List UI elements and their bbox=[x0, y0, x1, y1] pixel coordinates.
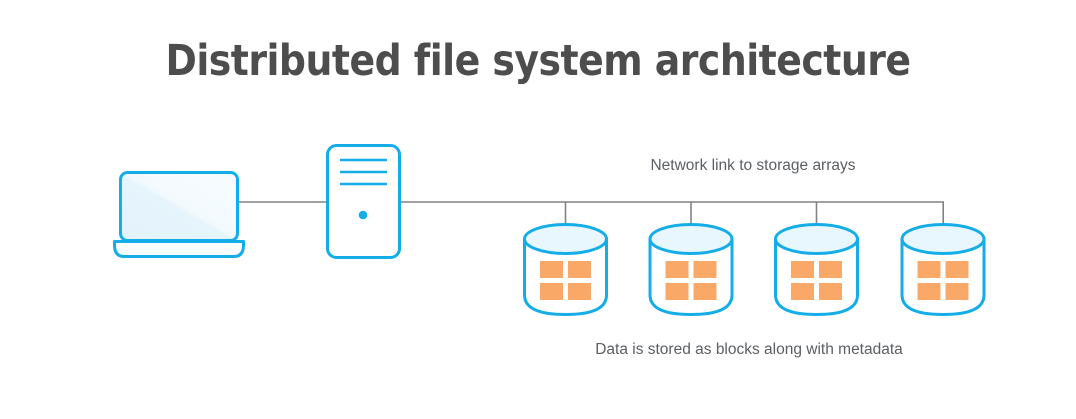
laptop-screen bbox=[119, 171, 239, 242]
data-block bbox=[568, 261, 591, 278]
data-block bbox=[819, 261, 842, 278]
laptop-icon bbox=[113, 171, 245, 258]
cylinder-top bbox=[774, 223, 859, 255]
data-block bbox=[819, 283, 842, 300]
data-blocks bbox=[917, 261, 969, 300]
caption-data-blocks: Data is stored as blocks along with meta… bbox=[595, 341, 903, 358]
data-block bbox=[540, 261, 563, 278]
data-block bbox=[665, 261, 689, 278]
data-block bbox=[540, 283, 563, 300]
data-block bbox=[791, 261, 814, 278]
storage-array-2 bbox=[648, 223, 734, 316]
data-block bbox=[917, 261, 941, 278]
page-title: Distributed file system architecture bbox=[165, 36, 911, 86]
storage-array-4 bbox=[900, 223, 986, 316]
data-block bbox=[945, 283, 969, 300]
data-block bbox=[791, 283, 814, 300]
server-power-led-icon bbox=[358, 210, 368, 220]
storage-array-1 bbox=[523, 223, 608, 316]
server-tower-icon bbox=[326, 144, 401, 259]
data-block bbox=[693, 261, 717, 278]
data-block bbox=[665, 283, 689, 300]
server-chassis bbox=[326, 144, 401, 259]
cylinder-top bbox=[900, 223, 986, 255]
data-block bbox=[568, 283, 591, 300]
data-blocks bbox=[665, 261, 717, 300]
data-blocks bbox=[791, 261, 842, 300]
caption-network-link: Network link to storage arrays bbox=[650, 157, 856, 174]
storage-array-3 bbox=[774, 223, 859, 316]
laptop-base bbox=[113, 240, 245, 258]
data-block bbox=[693, 283, 717, 300]
cylinder-top bbox=[523, 223, 608, 255]
data-blocks bbox=[540, 261, 591, 300]
data-block bbox=[945, 261, 969, 278]
cylinder-top bbox=[648, 223, 734, 255]
server-vent-lines bbox=[340, 158, 387, 186]
data-block bbox=[917, 283, 941, 300]
